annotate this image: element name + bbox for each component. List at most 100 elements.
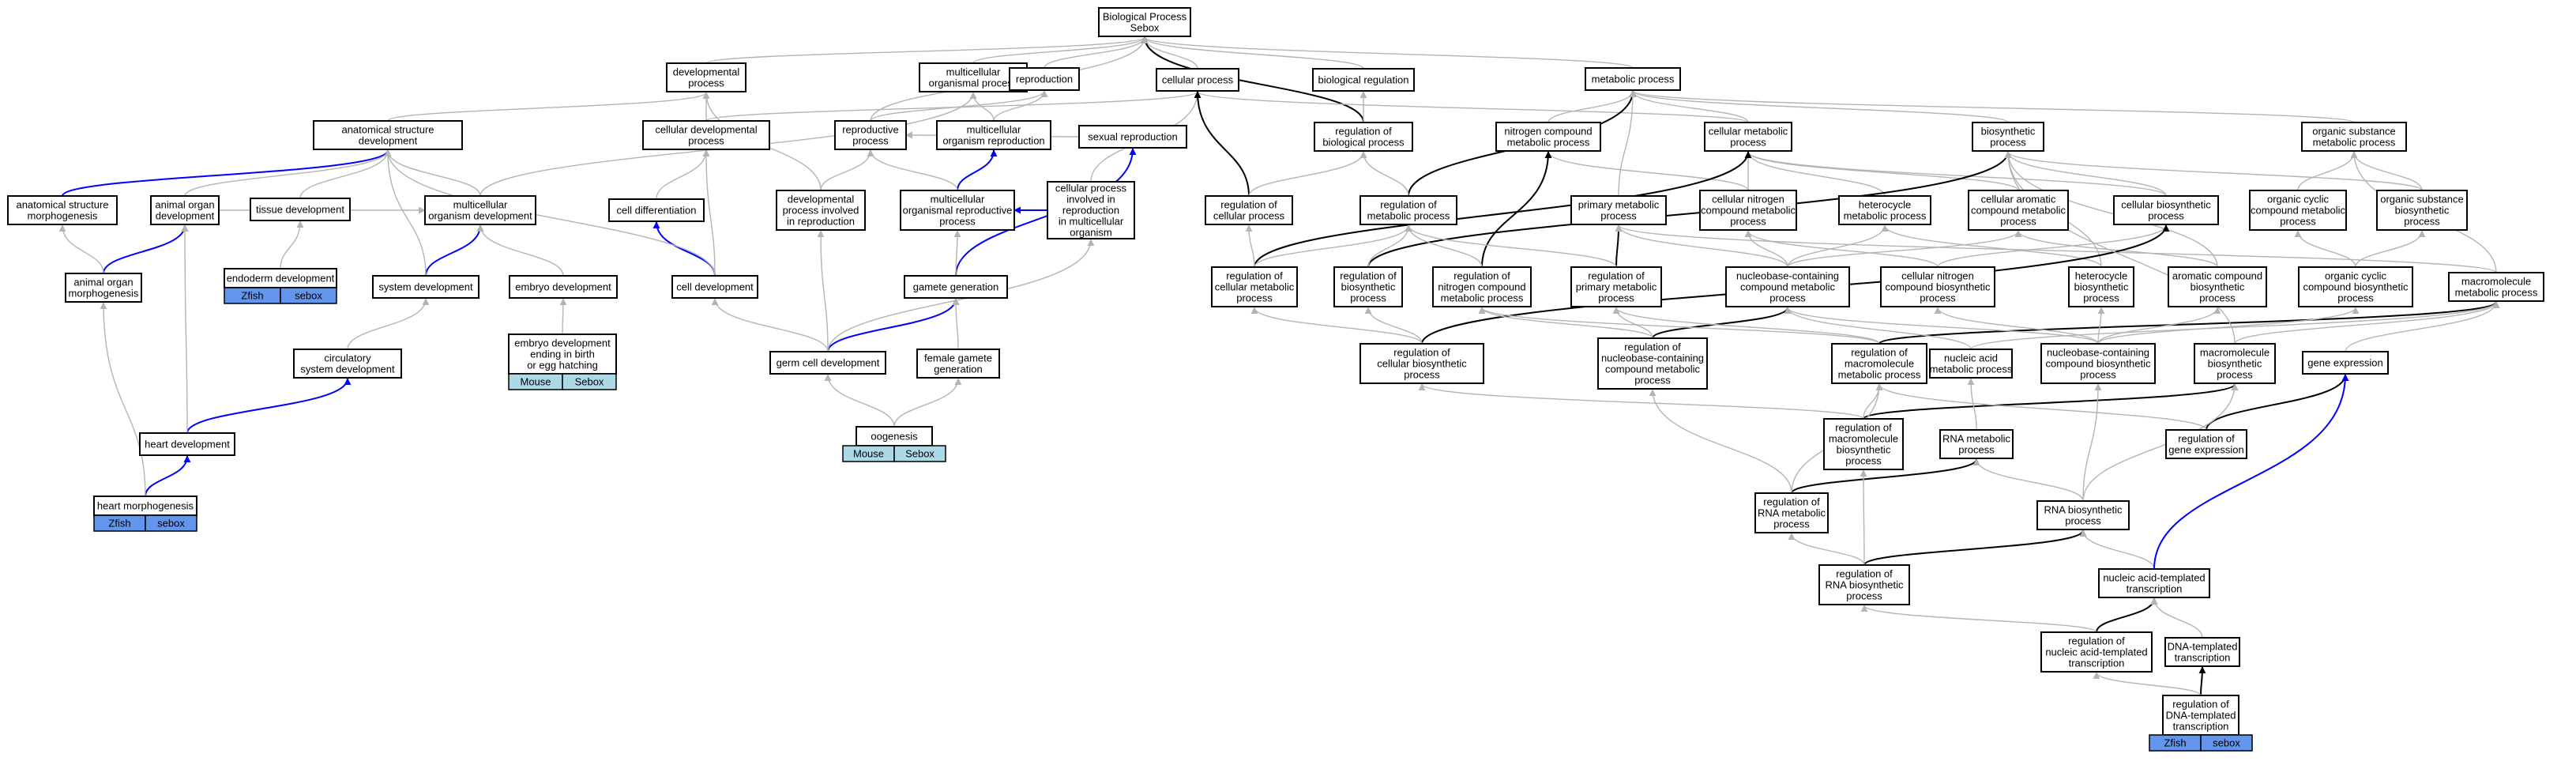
annotation-label: sebox — [157, 518, 185, 529]
term-label-line: regulation of — [1624, 341, 1681, 353]
edge-is-a — [2355, 230, 2426, 268]
term-label-line: or egg hatching — [527, 360, 598, 371]
term-node-heartmorph[interactable]: heart morphogenesis — [93, 496, 197, 516]
term-node-cellproc[interactable]: cellular process — [1156, 68, 1239, 92]
term-node-germcell[interactable]: germ cell development — [769, 351, 886, 375]
edge-regulates — [1254, 151, 1752, 268]
edge-is-a — [347, 298, 430, 350]
term-label-line: organism development — [428, 210, 532, 222]
term-label-line: process — [2065, 515, 2101, 527]
term-label-line: nitrogen compound — [1438, 281, 1525, 293]
term-label-line: macromolecule — [1829, 433, 1898, 445]
term-node-celldev[interactable]: cell development — [671, 275, 758, 299]
edge-is-a — [972, 36, 1149, 64]
term-node-sexrepro[interactable]: sexual reproduction — [1078, 125, 1187, 149]
term-label-line: regulation of — [1393, 347, 1450, 359]
term-node-oogen[interactable]: oogenesis — [856, 426, 933, 447]
term-label-line: nucleic acid — [1944, 352, 1998, 364]
term-label-line: organismal process — [929, 77, 1018, 89]
term-node-bioreg[interactable]: biological regulation — [1312, 68, 1415, 92]
term-node-geneexp[interactable]: gene expression — [2302, 351, 2389, 375]
term-label-line: cellular nitrogen — [1901, 270, 1974, 282]
edge-is-a — [559, 298, 567, 335]
term-label-line: gene expression — [2168, 444, 2243, 456]
term-node-heartdev[interactable]: heart development — [139, 432, 235, 456]
term-node-celldiff[interactable]: cell differentiation — [608, 198, 705, 222]
term-node-sysdev[interactable]: system development — [372, 275, 479, 299]
edge-is-a — [893, 378, 962, 428]
edge-is-a — [1744, 230, 1939, 268]
term-node-regnbccmp[interactable]: regulation ofnucleobase-containingcompou… — [1597, 337, 1708, 390]
term-label-line: organic cyclic — [2325, 270, 2387, 282]
term-node-endo[interactable]: endoderm development — [224, 268, 337, 288]
term-node-repro[interactable]: reproduction — [1009, 67, 1080, 91]
term-node-embdev[interactable]: embryo development — [509, 275, 618, 299]
term-box — [313, 120, 463, 150]
term-node-gametegen[interactable]: gamete generation — [904, 275, 1008, 299]
term-label-line: compound metabolic — [1740, 281, 1835, 293]
term-label-line: Biological Process — [1103, 11, 1187, 23]
term-node-tissdev[interactable]: tissue development — [250, 198, 351, 221]
edge-part-of — [2153, 374, 2349, 570]
term-label-line: primary metabolic — [1578, 199, 1660, 211]
term-node-regmacbp[interactable]: regulation ofmacromoleculebiosyntheticpr… — [1823, 418, 1904, 470]
term-node-metproc[interactable]: metabolic process — [1585, 67, 1681, 91]
term-label-line: cellular biosynthetic — [2121, 199, 2211, 211]
term-box — [2302, 351, 2389, 375]
